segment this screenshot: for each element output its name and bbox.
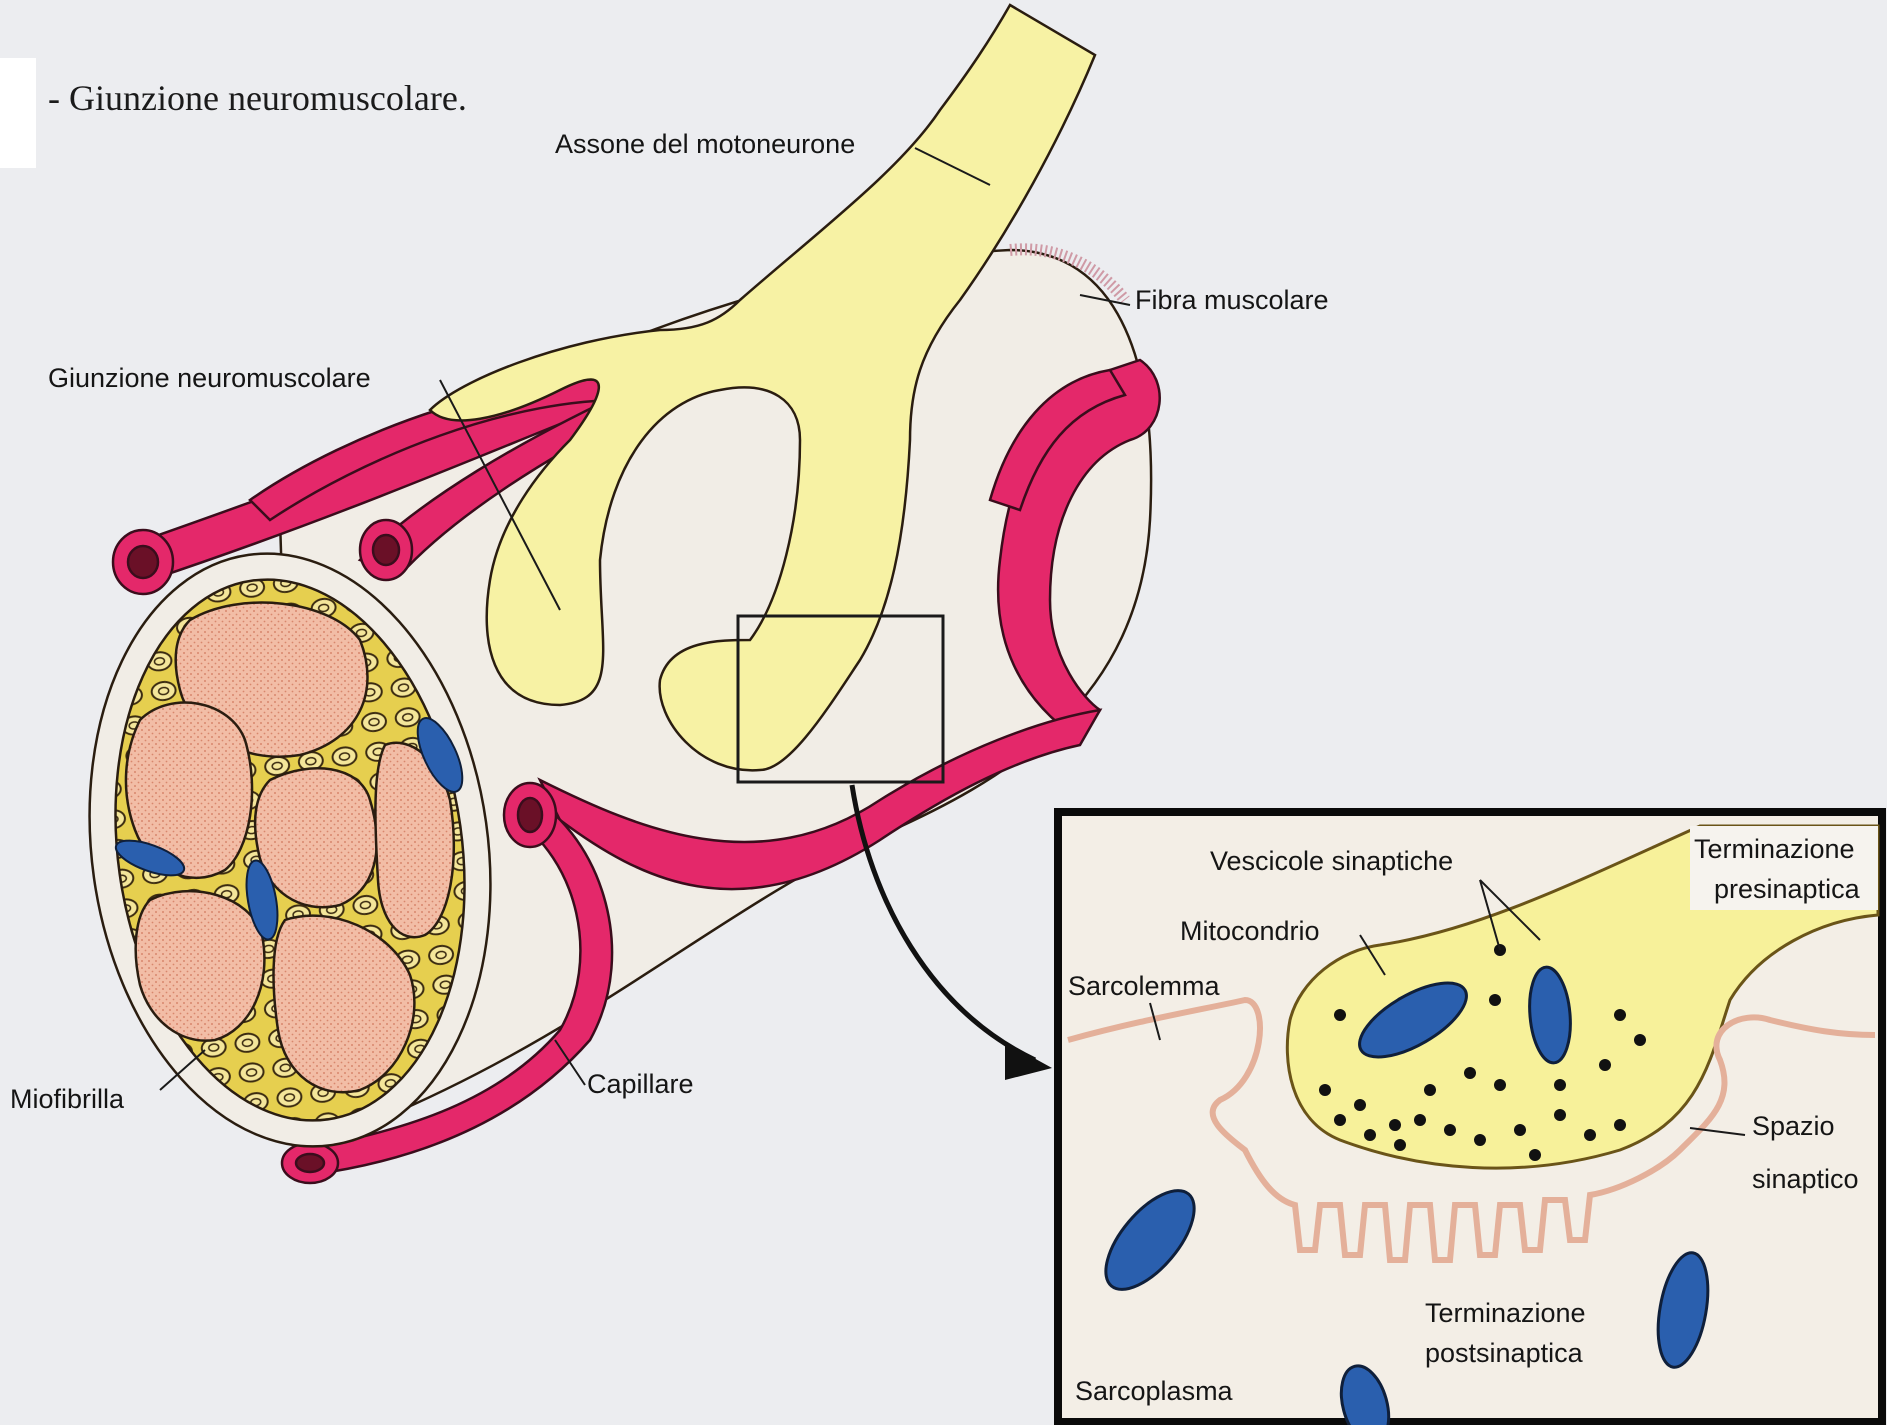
label-sarcoplasm: Sarcoplasma: [1075, 1376, 1234, 1406]
synapse-inset: Vescicole sinaptiche Terminazione presin…: [1058, 812, 1882, 1425]
label-sarcolemma: Sarcolemma: [1068, 971, 1221, 1001]
label-junction: Giunzione neuromuscolare: [48, 363, 371, 393]
label-presynaptic-1: Terminazione: [1694, 834, 1855, 864]
label-axon: Assone del motoneurone: [555, 129, 855, 159]
label-mitochondrion: Mitocondrio: [1180, 916, 1320, 946]
label-presynaptic-2: presinaptica: [1714, 874, 1861, 904]
page-edge-tab: [0, 58, 36, 168]
label-vesicles: Vescicole sinaptiche: [1210, 846, 1453, 876]
label-cleft-2: sinaptico: [1752, 1164, 1859, 1194]
label-muscle-fiber: Fibra muscolare: [1135, 285, 1329, 315]
label-cleft-1: Spazio: [1752, 1111, 1835, 1141]
label-capillary: Capillare: [587, 1069, 694, 1099]
figure-caption: - Giunzione neuromuscolare.: [48, 78, 467, 118]
label-postsynaptic-1: Terminazione: [1425, 1298, 1586, 1328]
label-postsynaptic-2: postsinaptica: [1425, 1338, 1584, 1368]
zoom-arrowhead: [1005, 1042, 1052, 1080]
label-myofibril: Miofibrilla: [10, 1084, 125, 1114]
